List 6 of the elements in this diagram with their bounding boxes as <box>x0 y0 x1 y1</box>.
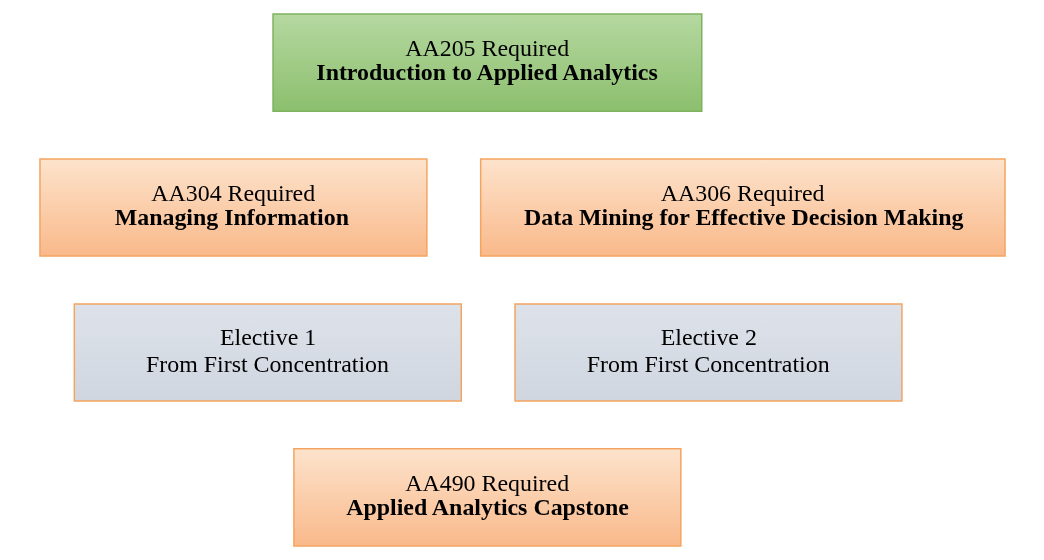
node-box: Elective 2 From First Concentration <box>513 303 903 402</box>
node-box: Elective 1 From First Concentration <box>73 303 462 402</box>
node-box: AA304 Required Managing Information <box>38 158 428 257</box>
node-box: AA306 Required Data Mining for Effective Decision Making <box>479 158 1006 257</box>
node-box: AA490 Required Applied Analytics Capstone <box>292 448 682 547</box>
node-box: AA205 Required Introduction to Applied Analytics <box>271 13 702 112</box>
